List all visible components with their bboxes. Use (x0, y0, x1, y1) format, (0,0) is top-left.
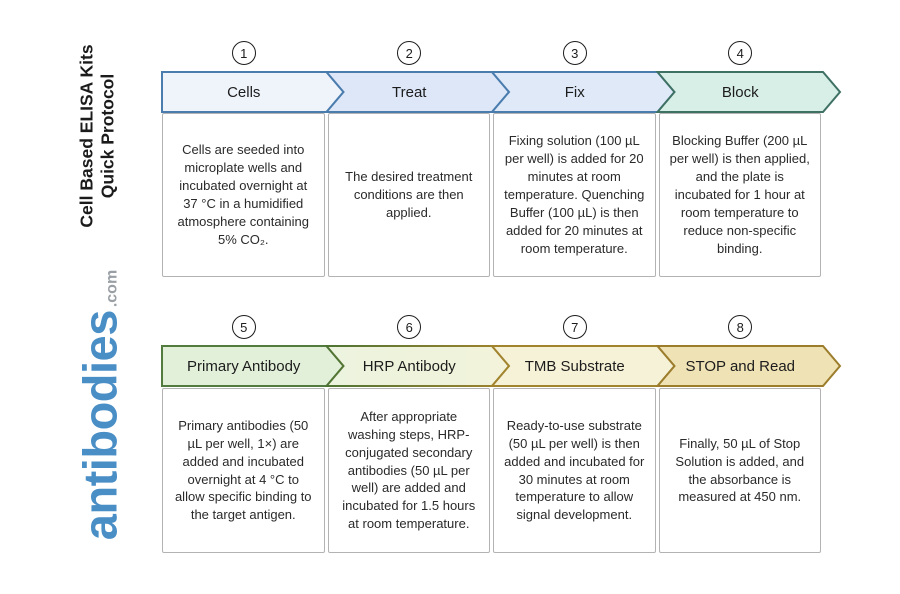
step-number-badge: 7 (562, 315, 587, 339)
step-description: After appropriate washing steps, HRP-con… (342, 408, 476, 532)
page-title-line2: Quick Protocol (97, 73, 117, 199)
brand-logo-wordmark: antibodies (73, 310, 127, 541)
step-label: TMB Substrate (524, 357, 625, 375)
step-arrow-4 (655, 71, 842, 113)
step-label: Fix (564, 83, 585, 101)
step-description-box: Ready-to-use substrate (50 µL per well) … (493, 388, 656, 553)
step-arrows-row-2 (161, 345, 842, 387)
step-number: 8 (736, 319, 744, 335)
step-number: 6 (405, 319, 413, 335)
page-title: Cell Based ELISA Kits Quick Protocol (76, 44, 117, 227)
step-number-badge: 8 (728, 315, 753, 339)
step-description-box: Blocking Buffer (200 µL per well) is the… (658, 113, 821, 277)
step-description-box: Cells are seeded into microplate wells a… (162, 113, 325, 277)
step-arrow-8 (655, 345, 842, 387)
step-number-badge: 4 (728, 41, 753, 65)
step-number: 4 (736, 45, 744, 61)
step-number-badge: 3 (562, 41, 587, 65)
step-number: 7 (571, 319, 579, 335)
step-description: Ready-to-use substrate (50 µL per well) … (504, 417, 645, 523)
step-number-badge: 6 (397, 315, 422, 339)
step-label: Block (721, 83, 759, 101)
step-description: Cells are seeded into microplate wells a… (177, 142, 310, 247)
step-description: Blocking Buffer (200 µL per well) is the… (669, 133, 810, 256)
step-description: Fixing solution (100 µL per well) is add… (504, 133, 645, 256)
brand-logo-domain-suffix: .com (103, 269, 121, 308)
step-number-badge: 1 (231, 41, 256, 65)
step-label: Cells (227, 83, 261, 101)
step-description-box: Finally, 50 µL of Stop Solution is added… (658, 388, 821, 553)
step-number-badge: 5 (231, 315, 256, 339)
step-number: 1 (240, 45, 248, 61)
step-description-box: The desired treatment conditions are the… (327, 113, 490, 277)
step-label: STOP and Read (685, 357, 796, 375)
step-description-box: Fixing solution (100 µL per well) is add… (493, 113, 656, 277)
step-number: 2 (405, 45, 413, 61)
brand-logo: antibodies .com (73, 270, 128, 540)
step-number-badge: 2 (397, 41, 422, 65)
step-number: 5 (240, 319, 248, 335)
step-label: Primary Antibody (187, 357, 301, 375)
step-description: Finally, 50 µL of Stop Solution is added… (675, 435, 805, 505)
step-label: Treat (392, 83, 427, 101)
step-description-box: After appropriate washing steps, HRP-con… (327, 388, 490, 553)
page-title-line1: Cell Based ELISA Kits (76, 44, 97, 228)
step-description: Primary antibodies (50 µL per well, 1×) … (174, 417, 312, 523)
step-number: 3 (571, 45, 579, 61)
step-arrows-row-1 (161, 71, 842, 113)
step-description: The desired treatment conditions are the… (345, 169, 473, 220)
step-label: HRP Antibody (362, 357, 456, 375)
step-description-box: Primary antibodies (50 µL per well, 1×) … (162, 388, 325, 553)
